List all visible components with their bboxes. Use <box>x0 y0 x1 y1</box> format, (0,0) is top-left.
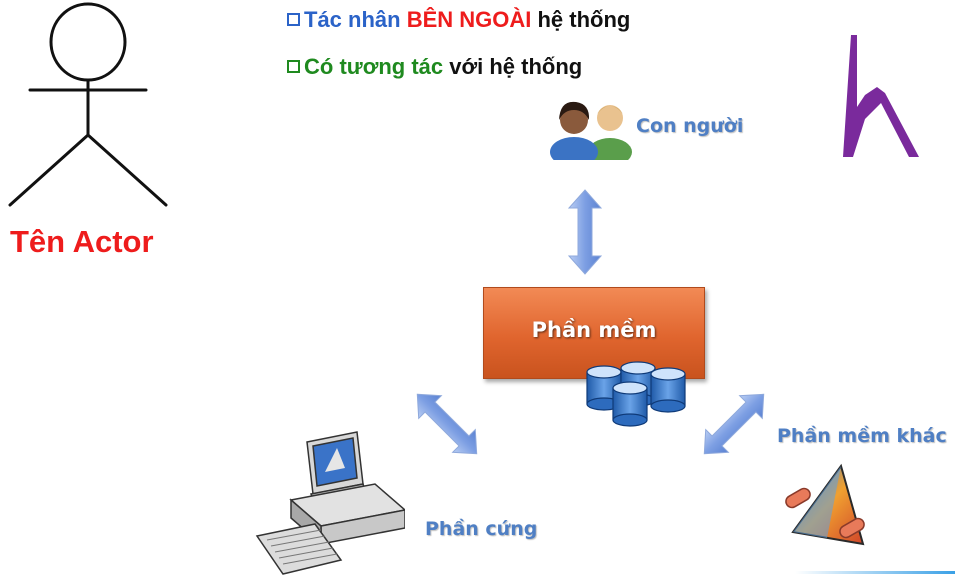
checkbox-bullet-icon <box>287 60 300 73</box>
core-software-box: Phần mềm <box>483 287 705 379</box>
core-software-label: Phần mềm <box>531 318 657 342</box>
people-label: Con người <box>636 115 744 137</box>
bullet-external: Tác nhân BÊN NGOÀI hệ thống <box>287 7 630 33</box>
bullet-text-post: hệ thống <box>531 7 631 32</box>
software-component-icon <box>785 463 865 546</box>
bullet-text-highlight: Có tương tác <box>304 54 444 79</box>
stick-figure-icon <box>8 2 168 207</box>
double-arrow-other-software <box>703 393 765 455</box>
double-arrow-people <box>567 189 603 275</box>
bullet-text-post: với hệ thống <box>443 54 583 79</box>
decorative-accent-line <box>795 571 955 574</box>
database-icon <box>586 361 686 427</box>
hardware-label: Phần cứng <box>425 518 538 540</box>
actor-name: Tên Actor <box>10 224 154 259</box>
checkbox-bullet-icon <box>287 13 300 26</box>
people-icon <box>550 101 632 160</box>
other-software-label: Phần mềm khác <box>777 425 947 447</box>
bullet-text-highlight: BÊN NGOÀI <box>406 7 532 32</box>
double-arrow-hardware <box>416 393 478 455</box>
computer-icon <box>255 431 405 575</box>
logo-h-icon <box>843 35 919 157</box>
bullet-interaction: Có tương tác với hệ thống <box>287 54 582 80</box>
bullet-text-pre: Tác nhân <box>304 7 407 32</box>
